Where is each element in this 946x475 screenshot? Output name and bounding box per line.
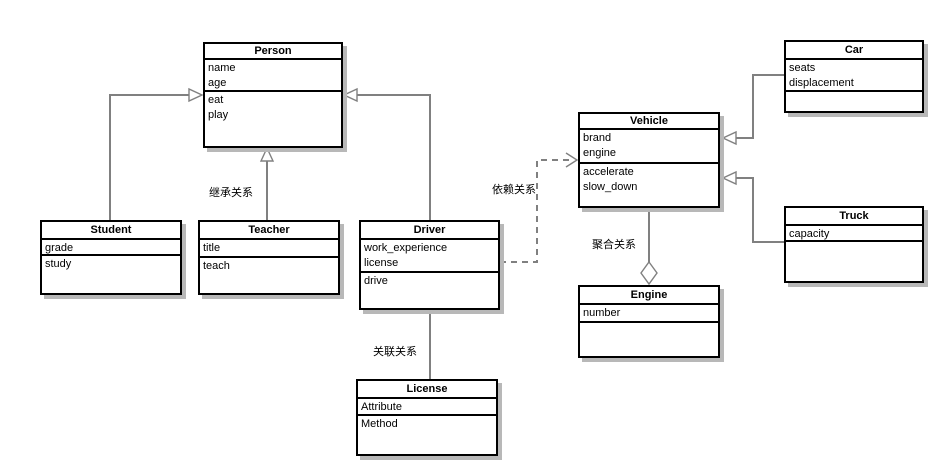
method: drive	[364, 275, 388, 287]
method: teach	[203, 260, 230, 272]
dependency-label: 依赖关系	[492, 184, 536, 196]
attribute: seats	[789, 62, 816, 74]
inheritance-arrow-icon	[259, 146, 275, 162]
class-attributes: work_experience license	[361, 240, 498, 273]
class-methods: Method	[358, 416, 496, 454]
class-driver[interactable]: Driver work_experience license drive	[359, 220, 500, 310]
class-title: Truck	[786, 208, 922, 226]
class-methods: study	[42, 256, 180, 293]
association-label: 关联关系	[373, 346, 417, 358]
attribute: Attribute	[361, 401, 402, 413]
attribute: displacement	[789, 77, 854, 89]
inheritance-connector-teacher-person	[259, 146, 275, 220]
class-title: Student	[42, 222, 180, 240]
inheritance-connector-driver-person	[342, 87, 431, 220]
inheritance-connector-truck-vehicle	[721, 170, 784, 243]
inheritance-arrow-icon	[342, 87, 358, 103]
inheritance-label: 继承关系	[209, 187, 253, 199]
class-attributes: number	[580, 305, 718, 323]
method: eat	[208, 94, 224, 106]
attribute: name	[208, 62, 236, 74]
aggregation-diamond-icon	[640, 260, 658, 286]
class-methods: accelerate slow_down	[580, 164, 718, 206]
class-title: Car	[786, 42, 922, 60]
class-attributes: seats displacement	[786, 60, 922, 92]
method: study	[45, 258, 72, 270]
class-car[interactable]: Car seats displacement	[784, 40, 924, 113]
class-vehicle[interactable]: Vehicle brand engine accelerate slow_dow…	[578, 112, 720, 208]
class-methods	[786, 242, 922, 281]
attribute: title	[203, 242, 221, 254]
class-methods: drive	[361, 273, 498, 308]
attribute: license	[364, 257, 399, 269]
class-license[interactable]: License Attribute Method	[356, 379, 498, 456]
class-engine[interactable]: Engine number	[578, 285, 720, 358]
class-title: Driver	[361, 222, 498, 240]
attribute: capacity	[789, 228, 830, 240]
attribute: brand	[583, 132, 612, 144]
class-attributes: grade	[42, 240, 180, 256]
class-attributes: capacity	[786, 226, 922, 242]
attribute: engine	[583, 147, 617, 159]
aggregation-connector-vehicle-engine	[640, 208, 658, 286]
class-methods: teach	[200, 258, 338, 293]
class-methods	[580, 323, 718, 356]
method: accelerate	[583, 166, 634, 178]
inheritance-arrow-icon	[188, 87, 204, 103]
attribute: number	[583, 307, 621, 319]
method: play	[208, 109, 229, 121]
aggregation-label: 聚合关系	[592, 239, 636, 251]
inheritance-connector-student-person	[109, 87, 204, 220]
class-title: Teacher	[200, 222, 338, 240]
class-title: Engine	[580, 287, 718, 305]
inheritance-arrow-icon	[721, 130, 737, 146]
class-attributes: name age	[205, 60, 341, 92]
method: slow_down	[583, 181, 638, 193]
class-attributes: brand engine	[580, 130, 718, 164]
class-title: License	[358, 381, 496, 399]
class-methods	[786, 92, 922, 111]
class-teacher[interactable]: Teacher title teach	[198, 220, 340, 295]
attribute: grade	[45, 242, 74, 254]
dependency-arrow-icon	[565, 152, 579, 168]
inheritance-arrow-icon	[721, 170, 737, 186]
class-truck[interactable]: Truck capacity	[784, 206, 924, 283]
attribute: work_experience	[364, 242, 448, 254]
class-attributes: Attribute	[358, 399, 496, 416]
class-title: Vehicle	[580, 114, 718, 130]
inheritance-connector-car-vehicle	[721, 74, 784, 146]
dependency-connector-driver-vehicle	[500, 152, 579, 263]
class-title: Person	[205, 44, 341, 60]
class-student[interactable]: Student grade study	[40, 220, 182, 295]
class-person[interactable]: Person name age eat play	[203, 42, 343, 148]
attribute: age	[208, 77, 227, 89]
class-methods: eat play	[205, 92, 341, 146]
class-attributes: title	[200, 240, 338, 258]
method: Method	[361, 418, 398, 430]
